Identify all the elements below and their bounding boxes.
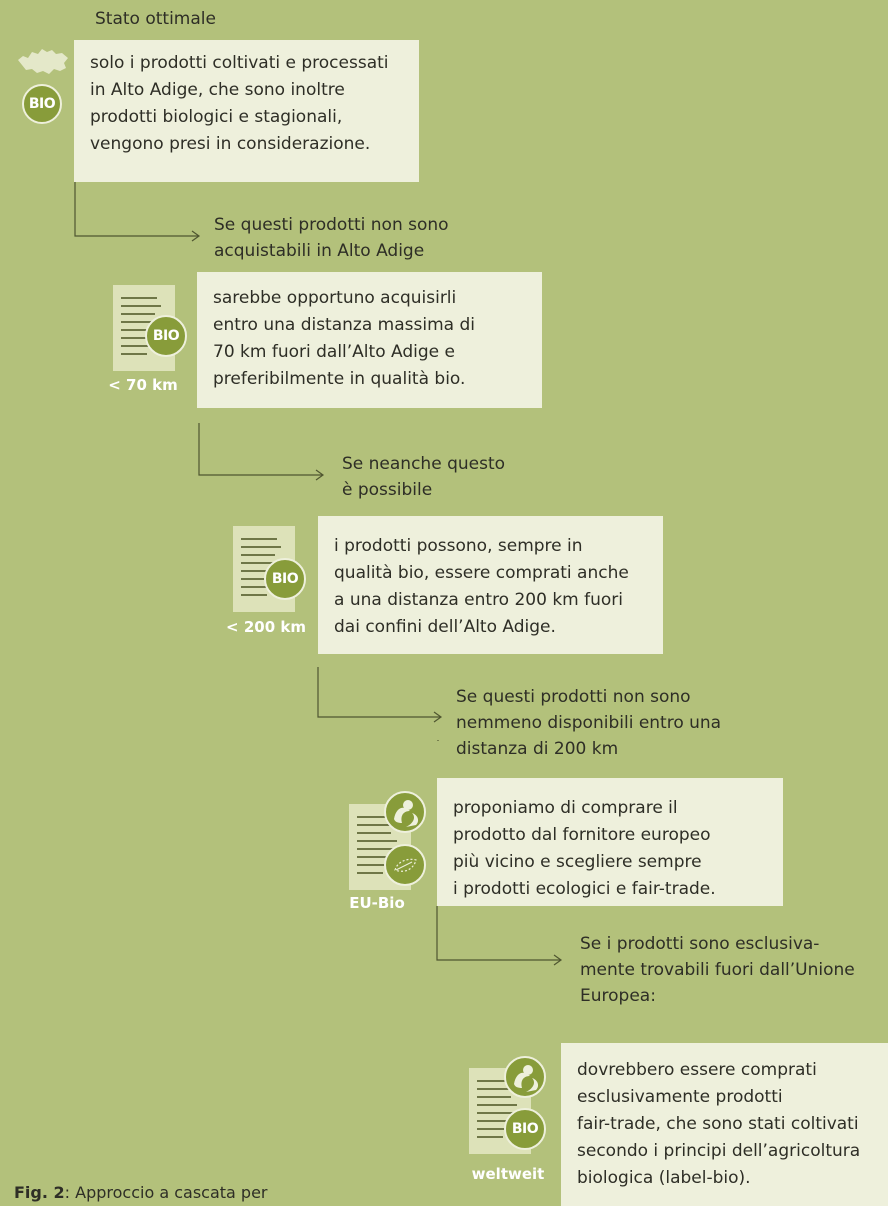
fairtrade-icon [384,791,426,833]
distance-label: < 200 km [226,618,306,636]
step-2-box: sarebbe opportuno acquisirli entro una d… [197,272,542,408]
title: Stato ottimale [95,9,216,29]
figure-caption: Fig. 2: Approccio a cascata per [14,1183,268,1202]
step-1-box: solo i prodotti coltivati e processati i… [74,40,419,182]
arrow-1 [74,182,198,237]
step-2-condition: Se questi prodotti non sono acquistabili… [214,215,449,261]
arrow-2 [198,423,322,476]
step-4-box: proponiamo di comprare il prodotto dal f… [437,778,783,906]
bio-badge-icon: BIO [145,315,187,357]
bio-badge-icon: BIO [504,1108,546,1150]
step-4-condition: Se questi prodotti non sono nemmeno disp… [456,687,722,759]
bio-badge-icon: BIO [22,84,62,124]
step-5-condition: Se i prodotti sono esclusiva- mente trov… [580,934,855,1006]
step-3-box: i prodotti possono, sempre in qualità bi… [318,516,663,654]
caption-prefix: Fig. 2 [14,1183,65,1202]
arrow-5 [436,906,560,961]
caption-text: : Approccio a cascata per [64,1183,268,1202]
eu-leaf-icon [384,844,426,886]
bio-badge-icon: BIO [264,558,306,600]
fairtrade-icon [504,1056,546,1098]
distance-label: EU-Bio [349,894,405,912]
arrow-3 [317,667,440,718]
south-tyrol-map-icon [18,49,68,74]
distance-label: < 70 km [108,376,178,394]
distance-label: weltweit [471,1165,545,1183]
step-5-box: dovrebbero essere comprati esclusivament… [561,1043,888,1206]
step-3-condition: Se neanche questo è possibile [342,454,506,500]
